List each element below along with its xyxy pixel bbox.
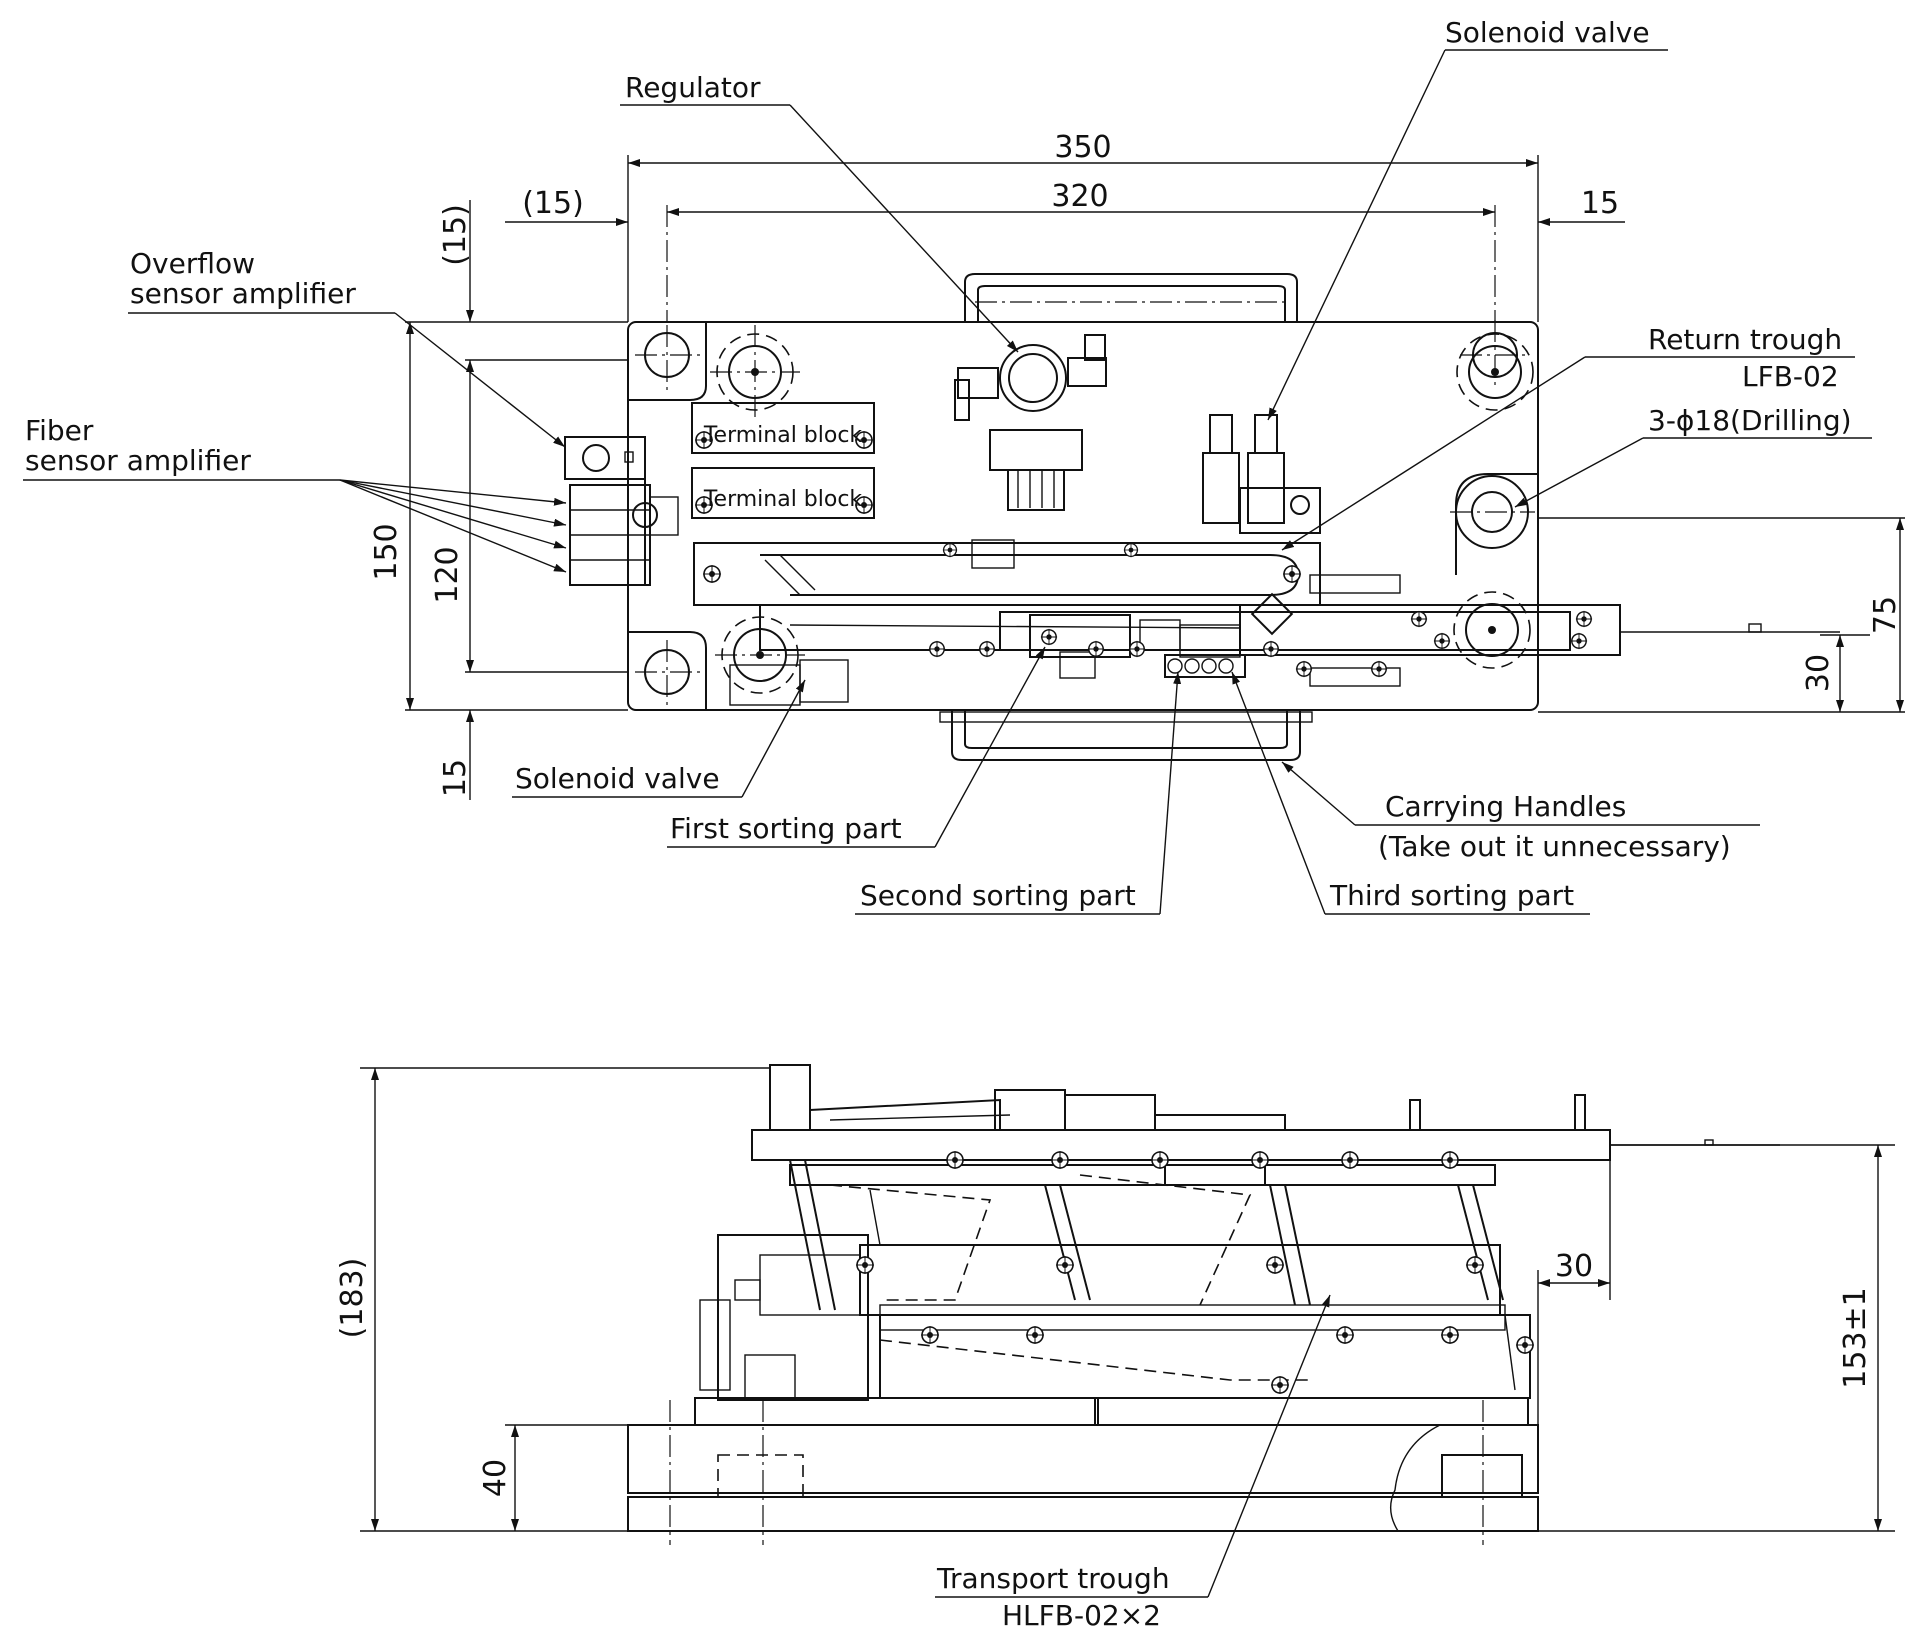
dim-right-offset: 15 [1538,186,1625,226]
vibrator-mount-top-left [710,325,800,420]
callout-return-trough: Return trough LFB-02 [1281,323,1855,551]
dim-153: 153±1 [1538,1144,1895,1532]
label-overflow-amp-1: Overflow [130,247,255,280]
dim-left-offset: (15) [505,186,628,226]
dim-top-offset: (15) [438,200,474,322]
label-return-trough-2: LFB-02 [1742,360,1839,393]
dim-right-offset-text: 15 [1581,186,1619,221]
base-plate-outline [627,321,1539,711]
dim-120: 120 [430,359,628,673]
fiber-sensor-amplifiers [569,484,679,586]
dim-40: 40 [478,1424,628,1531]
dim-40-text: 40 [478,1459,513,1497]
terminal-block-label-2: Terminal block [703,487,863,512]
side-base-upper [627,1424,1539,1494]
callout-fiber-amp: Fiber sensor amplifier [23,414,567,573]
side-foot-left [717,1454,804,1498]
callout-third-sorting: Third sorting part [1231,671,1590,915]
label-return-trough-1: Return trough [1648,323,1842,356]
dim-153-text: 153±1 [1838,1287,1873,1388]
side-foot-right [1441,1454,1523,1498]
leaf-springs [789,1159,1516,1391]
dim-bottom-offset-text: 15 [438,759,473,797]
top-view: Terminal block Terminal block [23,16,1905,915]
dim-top-offset-text: (15) [438,204,473,266]
dim-320-text: 320 [1051,179,1108,214]
dim-320: 320 [667,179,1495,216]
dim-150-text: 150 [369,523,404,580]
terminal-block-label-1: Terminal block [703,423,863,448]
label-carrying-handles-2: (Take out it unnecessary) [1378,830,1731,863]
dim-120-text: 120 [430,546,465,603]
dim-30-top-text: 30 [1801,654,1836,692]
label-solenoid-valve-top: Solenoid valve [1445,16,1650,49]
label-solenoid-valve-bottom: Solenoid valve [515,762,720,795]
label-fiber-amp-2: sensor amplifier [25,444,251,477]
callout-carrying-handles: Carrying Handles (Take out it unnecessar… [1281,761,1760,863]
label-second-sorting: Second sorting part [860,879,1136,912]
label-drilling: 3-ϕ18(Drilling) [1648,404,1852,437]
label-transport-trough-1: Transport trough [936,1562,1170,1595]
regulator [954,334,1107,511]
mount-hole-top-right [1460,320,1530,390]
dim-183: (183) [335,1067,770,1532]
callout-transport-trough: Transport trough HLFB-02×2 [935,1294,1331,1632]
callout-second-sorting: Second sorting part [855,671,1182,915]
dim-30-top: 30 [1801,634,1870,712]
dim-30-side-text: 30 [1555,1249,1593,1284]
notch-top-left [628,322,707,401]
callout-overflow-amp: Overflow sensor amplifier [128,247,566,448]
drilling-hole-right [1450,475,1535,549]
label-overflow-amp-2: sensor amplifier [130,277,356,310]
dim-30-side: 30 [1537,1160,1611,1425]
transport-trough-2 [859,1244,1501,1316]
mount-hole-top-left [635,325,700,390]
carrying-handle-bottom [939,710,1313,761]
transport-trough-plan [729,574,1840,706]
dim-75-text: 75 [1868,596,1903,634]
carrying-handle-top [964,273,1298,322]
label-carrying-handles-1: Carrying Handles [1385,790,1626,823]
label-regulator: Regulator [625,71,761,104]
return-trough [693,539,1321,606]
dim-183-text: (183) [335,1258,370,1339]
vibrator-mount-bottom-right [1453,591,1531,669]
side-view: (183) 153±1 40 30 Transport trough HLFB-… [335,1064,1895,1632]
side-break-line [1390,1424,1441,1532]
dim-150: 150 [369,321,628,711]
callout-drilling: 3-ϕ18(Drilling) [1514,404,1872,508]
label-third-sorting: Third sorting part [1329,879,1574,912]
top-table [751,1129,1611,1161]
notch-bottom-left [628,631,707,710]
dim-left-offset-text: (15) [522,186,584,221]
callout-first-sorting: First sorting part [667,646,1046,848]
side-base-lower [627,1496,1539,1532]
label-fiber-amp-1: Fiber [25,414,94,447]
callout-solenoid-valve-top: Solenoid valve [1267,16,1668,421]
dim-75: 75 [1538,517,1905,713]
mount-hole-bottom-left [635,640,700,705]
dim-bottom-offset: 15 [438,710,474,800]
vibrator-mount-top-right [1456,333,1534,411]
terminal-block-1: Terminal block [691,402,875,454]
dim-350-text: 350 [1054,130,1111,165]
callout-regulator: Regulator [620,71,1019,353]
solenoid-valve-top [1202,414,1321,534]
label-first-sorting: First sorting part [670,812,902,845]
dim-350: 350 [627,130,1539,322]
label-transport-trough-2: HLFB-02×2 [1002,1599,1161,1632]
callout-solenoid-valve-bottom: Solenoid valve [512,679,806,798]
terminal-block-2: Terminal block [691,467,875,519]
